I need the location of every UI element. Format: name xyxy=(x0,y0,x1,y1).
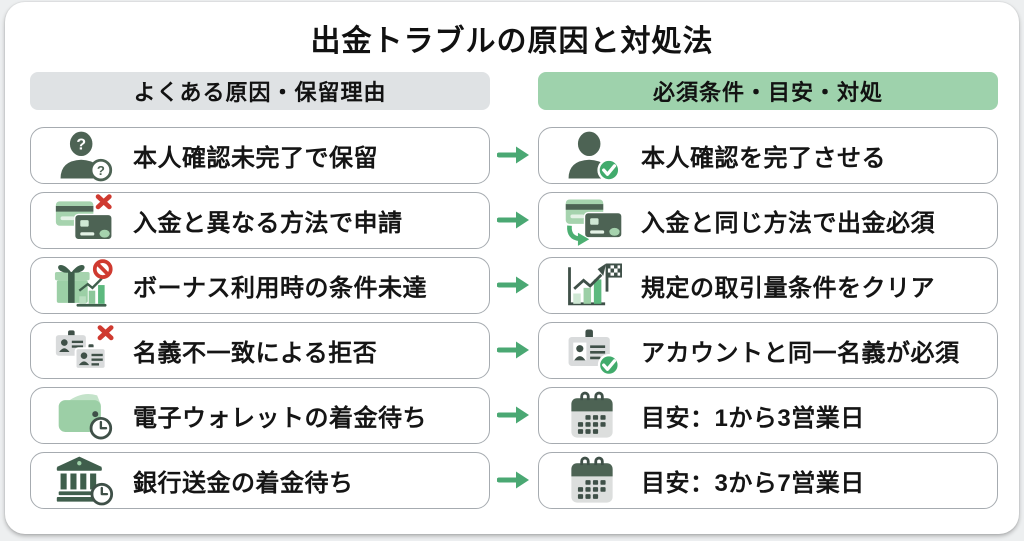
action-box: アカウントと同一名義が必須 xyxy=(538,322,998,379)
arrow-right-icon xyxy=(490,192,538,247)
action-label: 規定の取引量条件をクリア xyxy=(641,275,935,302)
action-box: 目安：1から3営業日 xyxy=(538,387,998,444)
column-header-actions: 必須条件・目安・対処 xyxy=(538,72,998,110)
wallet-clock-icon xyxy=(51,389,117,443)
arrow-right-icon xyxy=(490,322,538,377)
credit-cards-x-icon xyxy=(51,193,117,248)
page-title: 出金トラブルの原因と対処法 xyxy=(310,25,714,58)
calendar-icon xyxy=(559,389,625,443)
cause-box: 入金と異なる方法で申請 xyxy=(30,192,490,249)
cause-label: 名義不一致による拒否 xyxy=(133,340,378,367)
header-spacer xyxy=(490,72,538,110)
arrow-right-icon xyxy=(490,452,538,507)
cause-box: 電子ウォレットの着金待ち xyxy=(30,387,490,444)
chart-goal-flag-icon xyxy=(559,259,625,313)
action-label: 目安：1から3営業日 xyxy=(641,405,865,432)
svg-text:?: ? xyxy=(97,163,105,178)
action-box: 目安：3から7営業日 xyxy=(538,452,998,509)
id-cards-x-icon xyxy=(51,324,117,378)
column-header-causes: よくある原因・保留理由 xyxy=(30,72,490,110)
calendar-icon xyxy=(559,454,625,508)
cause-label: 本人確認未完了で保留 xyxy=(133,145,378,172)
cause-label: 電子ウォレットの着金待ち xyxy=(133,405,427,432)
bank-clock-icon xyxy=(51,454,117,508)
action-label: アカウントと同一名義が必須 xyxy=(641,340,960,367)
action-box: 入金と同じ方法で出金必須 xyxy=(538,192,998,249)
svg-text:?: ? xyxy=(76,136,86,153)
action-box: 本人確認を完了させる xyxy=(538,127,998,184)
cause-box: ? ? 本人確認未完了で保留 xyxy=(30,127,490,184)
user-question-icon: ? ? xyxy=(51,129,117,183)
credit-cards-transfer-icon xyxy=(559,194,625,248)
user-check-icon xyxy=(559,129,625,183)
action-label: 目安：3から7営業日 xyxy=(641,470,865,497)
id-card-check-icon xyxy=(559,324,625,378)
action-box: 規定の取引量条件をクリア xyxy=(538,257,998,314)
arrow-right-icon xyxy=(490,257,538,312)
comparison-board: よくある原因・保留理由 必須条件・目安・対処 ? ? 本人確認未完了で保留 xyxy=(30,72,998,517)
action-label: 入金と同じ方法で出金必須 xyxy=(641,210,935,237)
gift-chart-blocked-icon xyxy=(51,258,117,313)
cause-box: 銀行送金の着金待ち xyxy=(30,452,490,509)
cause-box: 名義不一致による拒否 xyxy=(30,322,490,379)
cause-label: 銀行送金の着金待ち xyxy=(133,470,354,497)
arrow-right-icon xyxy=(490,127,538,182)
action-label: 本人確認を完了させる xyxy=(641,145,886,172)
cause-label: ボーナス利用時の条件未達 xyxy=(133,275,427,302)
cause-box: ボーナス利用時の条件未達 xyxy=(30,257,490,314)
arrow-right-icon xyxy=(490,387,538,442)
cause-label: 入金と異なる方法で申請 xyxy=(133,210,403,237)
